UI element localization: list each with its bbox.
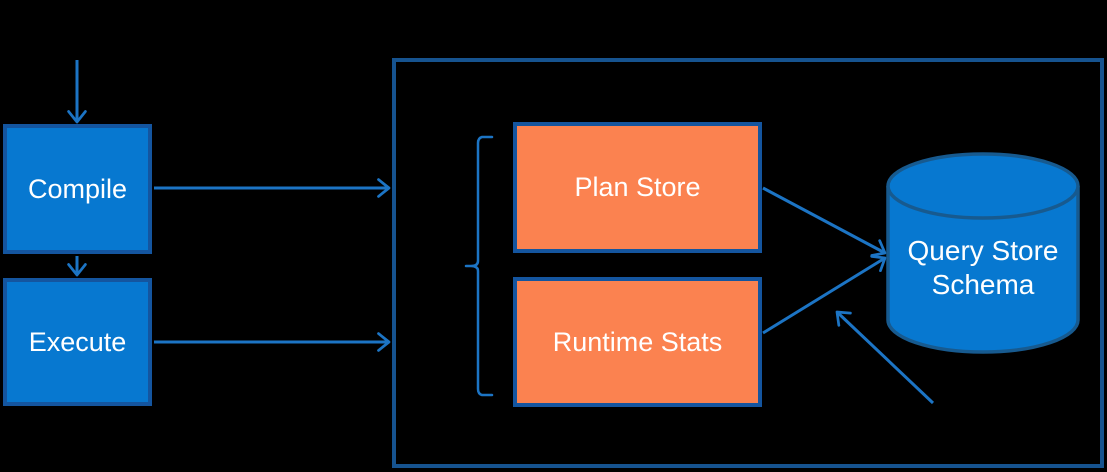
arrow-plan-store-to-schema	[762, 186, 887, 257]
node-query-store-schema-label: Query Store Schema	[907, 235, 1059, 300]
cylinder-top	[886, 152, 1080, 220]
query-store-schema-cylinder	[886, 152, 1080, 354]
group-brace	[464, 135, 494, 397]
node-compile-label: Compile	[27, 173, 128, 204]
cylinder-body	[886, 186, 1080, 354]
arrow-bottom-to-schema-junction	[835, 310, 935, 405]
node-runtime-stats: Runtime Stats	[513, 277, 762, 407]
node-plan-store: Plan Store	[513, 122, 762, 253]
node-compile: Compile	[3, 124, 152, 254]
node-runtime-stats-label: Runtime Stats	[552, 326, 723, 357]
query-store-container-box	[392, 58, 1104, 468]
arrow-runtime-stats-to-schema	[762, 254, 887, 335]
node-plan-store-label: Plan Store	[574, 172, 701, 202]
node-execute-label: Execute	[28, 326, 127, 357]
node-execute: Execute	[3, 278, 152, 406]
